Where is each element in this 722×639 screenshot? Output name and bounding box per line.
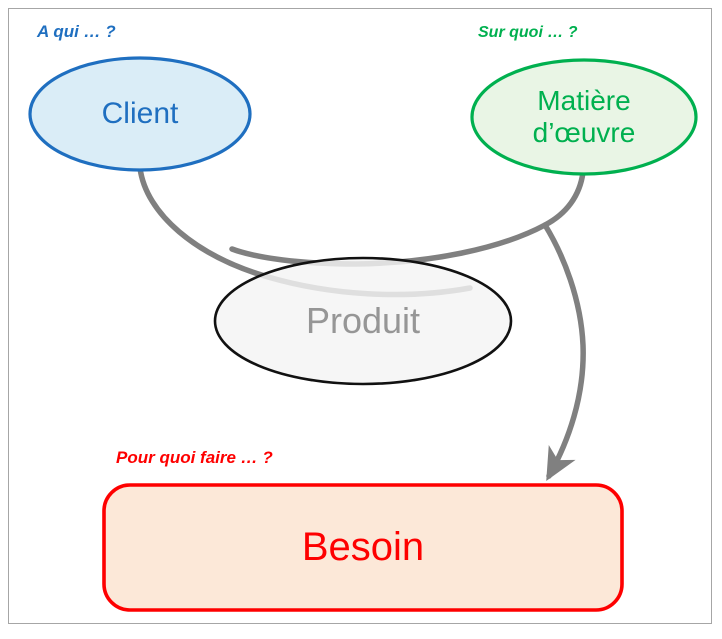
node-client-shape[interactable] (28, 56, 252, 172)
question-label-matiere-doeuvre: Sur quoi … ? (478, 24, 578, 41)
connector-matiere-to-produit (229, 169, 586, 267)
connector-matiere-to-besoin (542, 222, 586, 481)
node-matiere-doeuvre-shape[interactable] (470, 58, 698, 176)
node-produit-shape[interactable] (213, 256, 513, 386)
node-besoin-shape[interactable] (102, 483, 624, 612)
question-label-client: A qui … ? (37, 22, 116, 41)
question-label-besoin: Pour quoi faire … ? (116, 448, 273, 467)
